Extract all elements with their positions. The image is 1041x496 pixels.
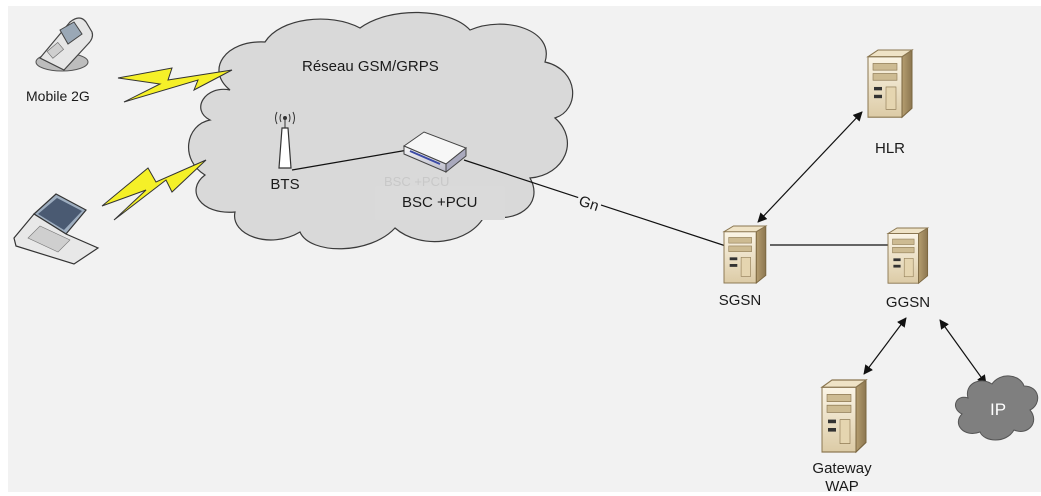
bts-bsc-link bbox=[291, 149, 409, 171]
bsc-device-icon bbox=[402, 131, 467, 174]
bts-label: BTS bbox=[270, 176, 300, 193]
lightning-icon bbox=[101, 159, 207, 221]
laptop-icon bbox=[13, 193, 100, 265]
gateway-wap-server-icon bbox=[821, 379, 867, 453]
gateway-wap-label-line1: Gateway bbox=[812, 460, 872, 477]
bsc-label-box bbox=[375, 186, 505, 220]
sgsn-server-icon bbox=[723, 225, 767, 284]
ggsn-ip-arrow bbox=[939, 319, 987, 385]
lightning-icon bbox=[117, 67, 233, 103]
cloud-title: Réseau GSM/GRPS bbox=[302, 58, 439, 75]
bsc-label-shadow: BSC +PCU bbox=[384, 174, 450, 189]
sgsn-label: SGSN bbox=[718, 292, 762, 309]
sgsn-hlr-arrow bbox=[757, 111, 863, 223]
gateway-wap-label-line2: WAP bbox=[825, 478, 859, 495]
mobile-2g-label: Mobile 2G bbox=[26, 88, 90, 104]
hlr-server-icon bbox=[867, 49, 913, 118]
ggsn-server-icon bbox=[887, 227, 929, 284]
ggsn-label: GGSN bbox=[885, 294, 931, 311]
ggsn-wap-arrow bbox=[863, 317, 907, 375]
ip-label: IP bbox=[989, 400, 1007, 419]
mobile-phone-icon bbox=[35, 17, 94, 72]
hlr-label: HLR bbox=[874, 140, 906, 157]
ip-cloud bbox=[954, 375, 1039, 441]
bts-antenna-icon bbox=[275, 111, 295, 169]
bsc-label: BSC +PCU bbox=[402, 194, 478, 211]
